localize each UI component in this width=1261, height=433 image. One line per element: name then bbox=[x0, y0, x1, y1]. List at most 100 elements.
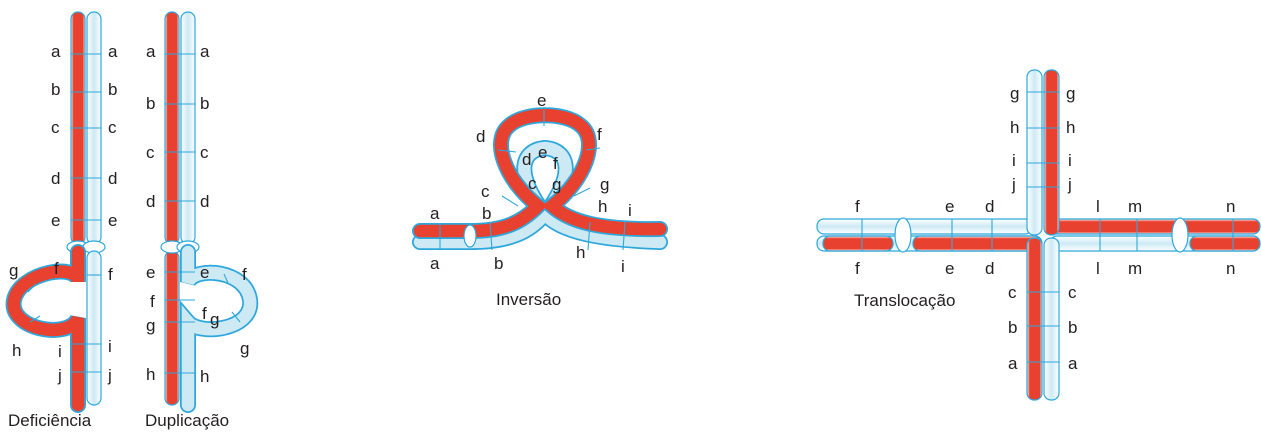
gene-label: h bbox=[598, 197, 607, 216]
panel-inversao: a a b b c c d d e e f f g g h h i i Inve… bbox=[412, 91, 668, 309]
gene-label: e bbox=[146, 263, 155, 282]
gene-label: h bbox=[576, 243, 585, 262]
gene-label: e bbox=[945, 259, 954, 278]
gene-label: j bbox=[57, 366, 62, 385]
gene-label: f bbox=[54, 259, 59, 278]
gene-label: d bbox=[476, 127, 485, 146]
gene-label: h bbox=[1010, 118, 1019, 137]
band-lines bbox=[861, 91, 1234, 363]
gene-label: g bbox=[600, 175, 609, 194]
panel-deficiencia: a a b b c c d d e e f f g h i i j j Defi… bbox=[5, 11, 118, 430]
gene-label: a bbox=[200, 42, 210, 61]
band-lines bbox=[27, 53, 101, 373]
gene-label: j bbox=[1011, 175, 1016, 194]
panel-translocacao: a a b b c c d d e e f f g g h h i i j j … bbox=[816, 69, 1261, 401]
gene-label: d bbox=[200, 192, 209, 211]
gene-label: g bbox=[1066, 84, 1075, 103]
gene-label: e bbox=[945, 197, 954, 216]
gene-label: f bbox=[202, 304, 207, 323]
gene-label: m bbox=[1128, 197, 1142, 216]
gene-label: i bbox=[108, 337, 112, 356]
gene-label: n bbox=[1226, 197, 1235, 216]
gene-label: i bbox=[621, 257, 625, 276]
gene-label: f bbox=[553, 154, 558, 173]
gene-label: c bbox=[1068, 283, 1077, 302]
gene-label: d bbox=[146, 192, 155, 211]
gene-label: m bbox=[1128, 259, 1142, 278]
gene-label: h bbox=[12, 341, 21, 360]
gene-label: i bbox=[1068, 151, 1072, 170]
centromere bbox=[463, 224, 477, 248]
caption-translocacao: Translocação bbox=[854, 291, 955, 310]
gene-label: g bbox=[9, 261, 18, 280]
gene-label: i bbox=[628, 201, 632, 220]
gene-label: d bbox=[522, 150, 531, 169]
gene-label: c bbox=[108, 118, 117, 137]
gene-label: e bbox=[51, 211, 60, 230]
red-chromatid-lower-loop bbox=[5, 244, 86, 413]
gene-label: b bbox=[1008, 318, 1017, 337]
gene-label: d bbox=[51, 169, 60, 188]
gene-label: i bbox=[58, 342, 62, 361]
gene-label: j bbox=[1067, 175, 1072, 194]
gene-label: c bbox=[146, 143, 155, 162]
gene-label: b bbox=[1068, 318, 1077, 337]
blue-chromatid-lower-duplication-loop bbox=[180, 244, 259, 413]
gene-label: f bbox=[855, 259, 860, 278]
gene-label: c bbox=[200, 143, 209, 162]
gene-label: b bbox=[482, 204, 491, 223]
gene-label: f bbox=[108, 265, 113, 284]
band-lines bbox=[165, 53, 241, 374]
gene-label: l bbox=[1096, 197, 1100, 216]
gene-label: e bbox=[538, 143, 547, 162]
gene-label: g bbox=[1010, 84, 1019, 103]
gene-label: f bbox=[242, 265, 247, 284]
gene-label: n bbox=[1226, 259, 1235, 278]
band-lines bbox=[439, 110, 626, 251]
gene-label: a bbox=[1008, 354, 1018, 373]
gene-label: h bbox=[146, 365, 155, 384]
gene-label: a bbox=[430, 204, 440, 223]
gene-label: b bbox=[51, 80, 60, 99]
gene-label: d bbox=[985, 197, 994, 216]
caption-deficiencia: Deficiência bbox=[8, 411, 92, 430]
gene-label: e bbox=[108, 211, 117, 230]
gene-label: e bbox=[200, 263, 209, 282]
gene-label: e bbox=[537, 91, 546, 110]
blue-chromatid-upper bbox=[180, 11, 196, 245]
gene-label: i bbox=[1012, 151, 1016, 170]
gene-label: d bbox=[108, 169, 117, 188]
gene-label: d bbox=[985, 259, 994, 278]
gene-label: c bbox=[51, 118, 60, 137]
gene-label: h bbox=[1066, 118, 1075, 137]
caption-inversao: Inversão bbox=[496, 290, 561, 309]
red-chromatid-inversion bbox=[412, 107, 668, 239]
gene-label: f bbox=[855, 197, 860, 216]
panel-duplicacao: a a b b c c d d e e f f f g g g h h Dupl… bbox=[145, 11, 259, 430]
centromere bbox=[894, 217, 1189, 253]
blue-chromatid-inversion bbox=[412, 139, 668, 250]
gene-label: h bbox=[200, 367, 209, 386]
gene-label: b bbox=[200, 94, 209, 113]
gene-label: a bbox=[108, 42, 118, 61]
gene-label: g bbox=[210, 310, 219, 329]
caption-duplicacao: Duplicação bbox=[145, 411, 229, 430]
gene-label: c bbox=[1008, 283, 1017, 302]
gene-label: g bbox=[552, 175, 561, 194]
gene-label: b bbox=[108, 80, 117, 99]
gene-label: b bbox=[494, 254, 503, 273]
gene-label: c bbox=[481, 182, 490, 201]
gene-label: a bbox=[51, 42, 61, 61]
vertical-chromatids bbox=[1026, 69, 1060, 401]
red-chromatid bbox=[164, 11, 180, 406]
blue-chromatid-lower bbox=[86, 250, 102, 406]
gene-label: l bbox=[1096, 259, 1100, 278]
gene-label: g bbox=[240, 339, 249, 358]
gene-label: j bbox=[107, 366, 112, 385]
gene-label: f bbox=[150, 292, 155, 311]
gene-label: b bbox=[146, 94, 155, 113]
gene-label: a bbox=[1068, 354, 1078, 373]
gene-label: f bbox=[597, 125, 602, 144]
gene-label: c bbox=[528, 174, 537, 193]
